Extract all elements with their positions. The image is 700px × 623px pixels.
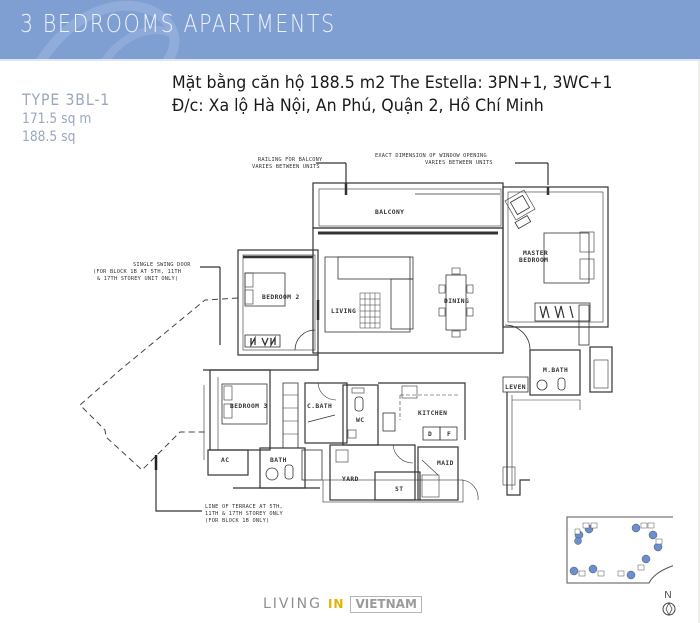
room-maid: MAID xyxy=(437,460,454,467)
compass-icon xyxy=(662,602,676,616)
room-st: ST xyxy=(395,486,403,493)
room-bedroom-3: BEDROOM 3 xyxy=(230,403,268,410)
page-edge xyxy=(698,61,700,623)
site-plan-map xyxy=(566,516,673,584)
unit-area-gross: 188.5 sq xyxy=(22,129,76,145)
description: Mặt bằng căn hộ 188.5 m2 The Estella: 3P… xyxy=(172,72,646,118)
page-title: 3 BEDROOMS APARTMENTS xyxy=(20,9,336,38)
room-living: LIVING xyxy=(331,308,356,315)
unit-info: TYPE 3BL-1 171.5 sq m 188.5 sq xyxy=(22,90,122,145)
logo-in: IN xyxy=(327,597,345,611)
description-line-1: Mặt bằng căn hộ 188.5 m2 The Estella: 3P… xyxy=(172,73,613,93)
room-f: F xyxy=(447,431,451,438)
swirl-decoration-icon xyxy=(36,0,180,59)
terrace-note: LINE OF TERRACE AT 5TH,11TH & 17TH STORE… xyxy=(205,504,284,524)
room-d: D xyxy=(428,431,432,438)
room-bath: BATH xyxy=(270,457,287,464)
swing-door-note: SINGLE SWING DOOR(FOR BLOCK 1B AT 5TH, 1… xyxy=(93,262,191,282)
header-divider xyxy=(0,59,700,61)
room-bedroom-2: BEDROOM 2 xyxy=(262,294,300,301)
room-kitchen: KITCHEN xyxy=(418,410,447,417)
logo-vietnam: VIETNAM xyxy=(350,596,422,613)
room-leven: LEVEN xyxy=(505,384,526,391)
header-banner: 3 BEDROOMS APARTMENTS xyxy=(0,0,700,59)
room-balcony: BALCONY xyxy=(375,209,404,216)
room-c-bath: C.BATH xyxy=(307,403,332,410)
footer-logo: LIVING IN VIETNAM xyxy=(263,596,422,613)
description-line-2: Đ/c: Xa lộ Hà Nội, An Phú, Quận 2, Hồ Ch… xyxy=(172,96,544,116)
room-m-bath: M.BATH xyxy=(543,367,568,374)
room-master-bedroom-2: BEDROOM xyxy=(519,257,548,264)
room-ac: AC xyxy=(221,457,229,464)
room-dining: DINING xyxy=(444,298,469,305)
room-wc: WC xyxy=(356,417,364,424)
north-label: N xyxy=(664,590,672,601)
unit-type: TYPE 3BL-1 xyxy=(22,90,111,109)
logo-living: LIVING xyxy=(263,596,322,612)
unit-area-net: 171.5 sq m xyxy=(22,111,92,127)
room-master-bedroom-1: MASTER xyxy=(523,250,548,257)
room-yard: YARD xyxy=(342,476,359,483)
north-indicator: N xyxy=(661,590,677,620)
